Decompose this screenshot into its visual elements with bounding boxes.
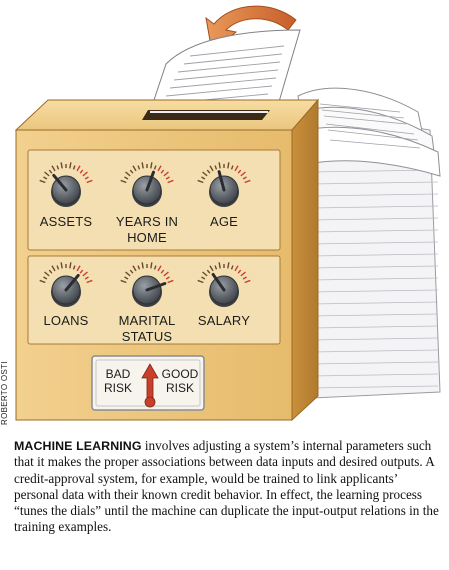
dial-age bbox=[197, 162, 251, 207]
paper-stack bbox=[297, 87, 441, 399]
dial-label-age: AGE bbox=[210, 214, 238, 229]
risk-label-bad-line1: BAD bbox=[106, 367, 131, 381]
dial-salary bbox=[197, 262, 251, 307]
dial-scale bbox=[120, 262, 174, 284]
dial-assets bbox=[39, 162, 93, 207]
dial-scale bbox=[197, 162, 251, 184]
dial-group bbox=[39, 162, 251, 307]
caption-lead: MACHINE LEARNING bbox=[14, 439, 142, 453]
dial-pointer bbox=[64, 273, 80, 292]
risk-label-good-line1: GOOD bbox=[162, 367, 199, 381]
dial-pointer bbox=[145, 282, 167, 292]
dial-pointer bbox=[145, 170, 155, 192]
dial-label-marital-status-line2: STATUS bbox=[122, 329, 173, 344]
dial-label-assets: ASSETS bbox=[40, 214, 93, 229]
photo-credit: ROBERTO OSTI bbox=[0, 361, 9, 425]
risk-label-good-line2: RISK bbox=[166, 381, 194, 395]
dial-scale bbox=[39, 162, 93, 184]
machine-learning-illustration: ASSETS YEARS IN HOME AGE LOANS MARITAL S… bbox=[14, 5, 441, 422]
dial-label-years-in-home-line2: HOME bbox=[127, 230, 167, 245]
caption-body: involves adjusting a system’s internal p… bbox=[14, 438, 439, 535]
risk-needle bbox=[141, 363, 159, 408]
risk-label-bad-line2: RISK bbox=[104, 381, 132, 395]
dial-label-marital-status-line1: MARITAL bbox=[119, 313, 176, 328]
dial-label-years-in-home-line1: YEARS IN bbox=[116, 214, 178, 229]
dial-pointer bbox=[211, 272, 226, 292]
dial-marital-status bbox=[120, 262, 174, 307]
dial-pointer bbox=[52, 173, 68, 192]
dial-scale bbox=[39, 262, 93, 284]
dial-label-salary: SALARY bbox=[198, 313, 250, 328]
dial-label-loans: LOANS bbox=[43, 313, 88, 328]
dial-years-in-home bbox=[120, 162, 174, 207]
dial-scale bbox=[120, 162, 174, 184]
risk-meter bbox=[91, 355, 205, 411]
dial-scale bbox=[197, 262, 251, 284]
dial-pointer bbox=[217, 170, 226, 192]
dial-loans bbox=[39, 262, 93, 307]
figure-caption: MACHINE LEARNING involves adjusting a sy… bbox=[14, 438, 440, 536]
